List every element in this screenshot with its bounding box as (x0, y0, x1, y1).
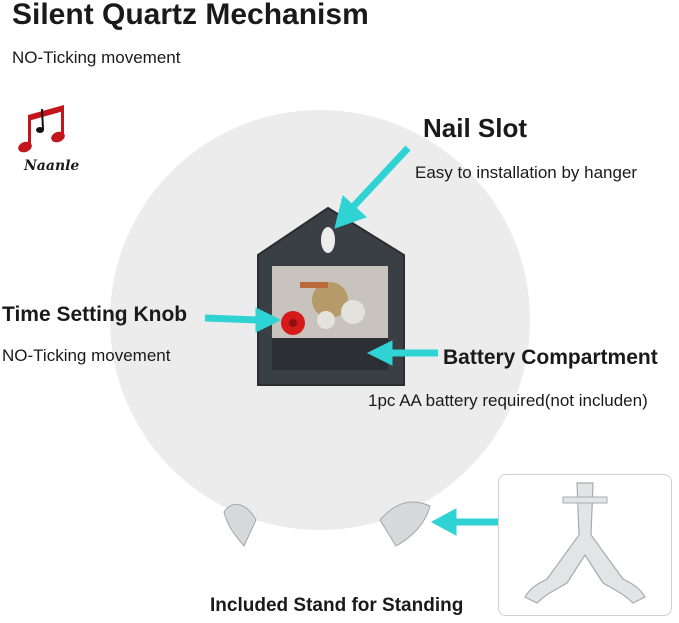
brand-logo (12, 95, 82, 185)
easel-stand-icon (524, 482, 646, 604)
battery-title: Battery Compartment (443, 346, 658, 369)
knob-arrowhead (255, 307, 282, 333)
stand-inset-box (498, 474, 672, 616)
stand-feet (223, 501, 431, 547)
stand-arrowhead (430, 508, 457, 536)
battery-desc: 1pc AA battery required(not includen) (368, 391, 648, 410)
brand-logo-text: Naanle (24, 158, 80, 174)
nail-slot-arrow (349, 145, 411, 211)
nail-slot-arrowhead (334, 195, 367, 229)
page-subtitle: NO-Ticking movement (12, 48, 181, 67)
music-notes-icon (18, 105, 65, 153)
time-knob-desc: NO-Ticking movement (2, 346, 171, 365)
quartz-movement (257, 206, 405, 386)
battery-arrowhead (366, 340, 393, 366)
knob-arrow (204, 314, 259, 324)
page-title: Silent Quartz Mechanism (12, 0, 369, 31)
nail-slot-hole (321, 227, 335, 253)
time-knob-title: Time Setting Knob (2, 303, 188, 326)
nail-slot-desc: Easy to installation by hanger (415, 163, 638, 182)
battery-slot (272, 338, 388, 370)
nail-slot-title: Nail Slot (423, 113, 528, 143)
stand-title: Included Stand for Standing (210, 595, 464, 616)
